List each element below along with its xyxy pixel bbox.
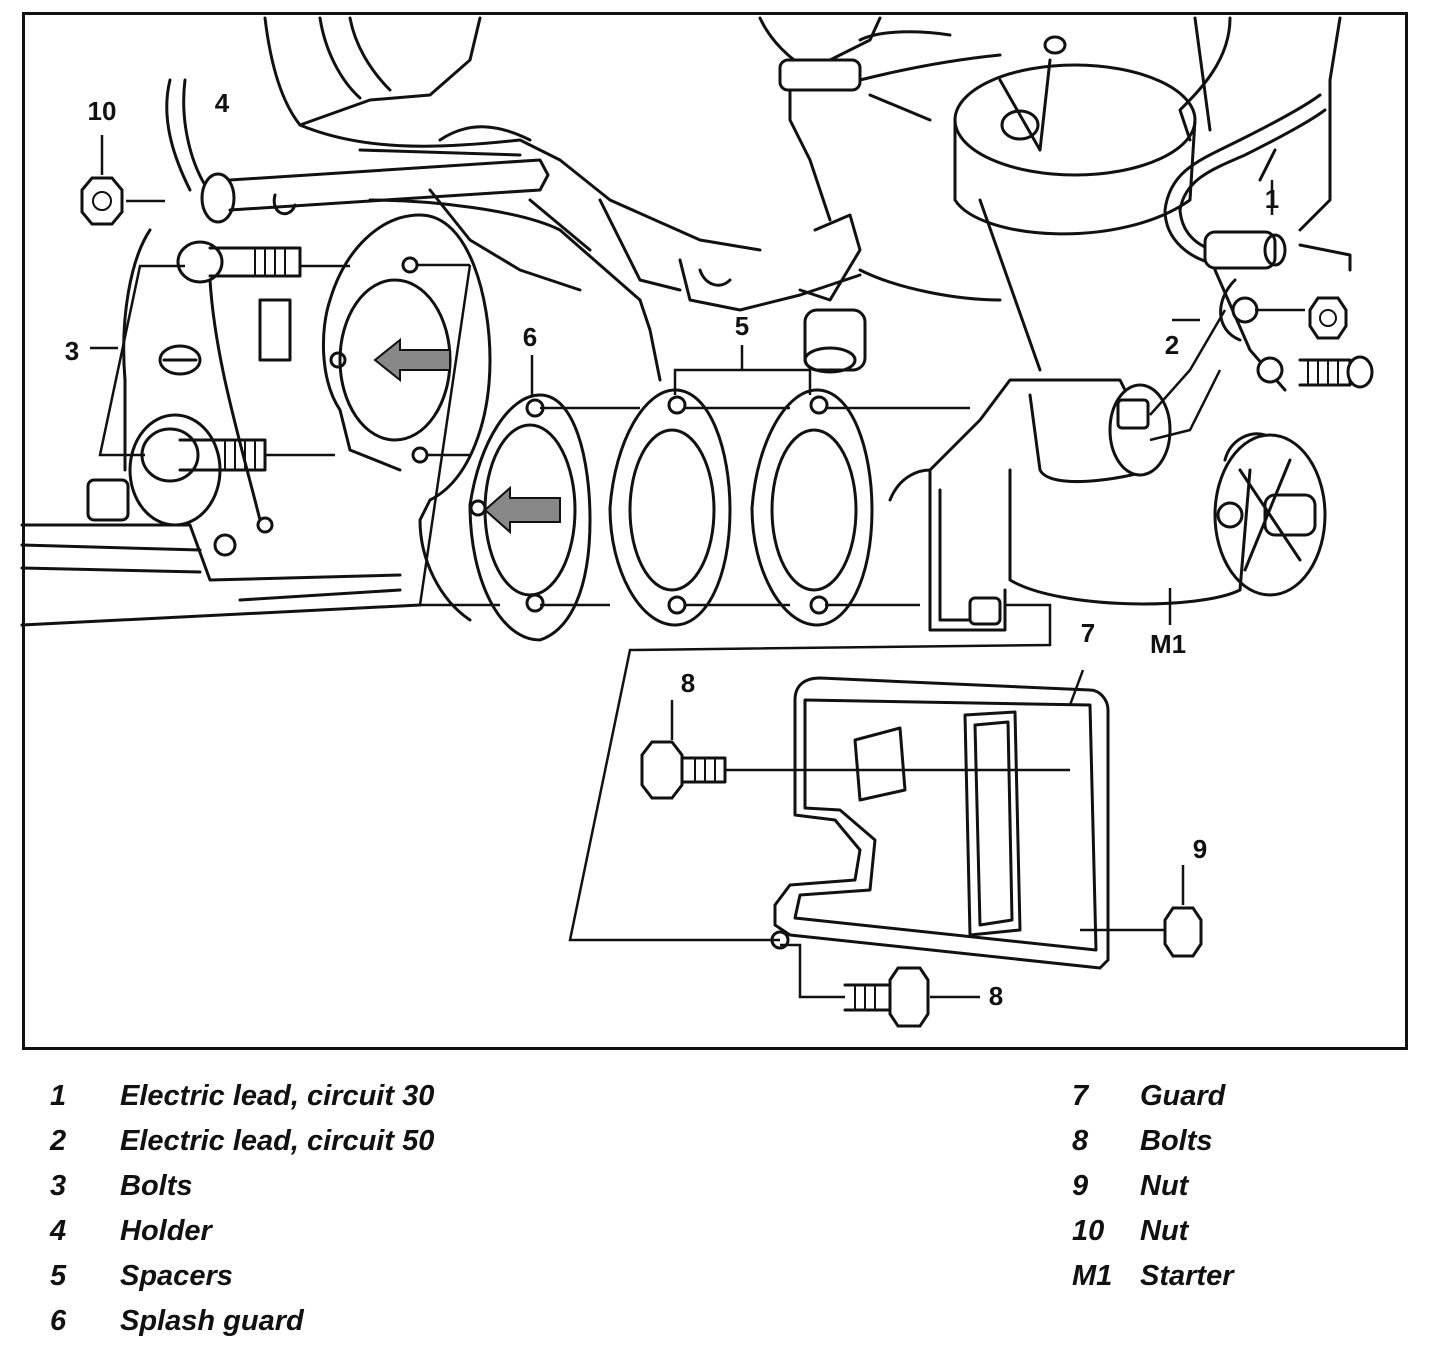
legend-number: 1 xyxy=(50,1080,67,1112)
legend-number: 3 xyxy=(50,1170,67,1202)
callout-8-top: 8 xyxy=(681,668,695,698)
bolts-8 xyxy=(640,700,980,1028)
legend-label: Holder xyxy=(120,1215,212,1247)
legend-number: 10 xyxy=(1072,1215,1105,1247)
guard-7 xyxy=(725,669,1165,970)
legend-item: 9 Nut xyxy=(1072,1164,1234,1209)
legend-label: Splash guard xyxy=(120,1305,304,1337)
engine-flange xyxy=(322,213,492,622)
callout-2: 2 xyxy=(1165,330,1179,360)
legend-number: 5 xyxy=(50,1260,67,1292)
legend-label: Electric lead, circuit 30 xyxy=(120,1080,435,1112)
bolts-3 xyxy=(90,240,350,483)
callout-5: 5 xyxy=(735,311,749,341)
legend-item: 1 Electric lead, circuit 30 xyxy=(50,1074,434,1119)
callout-7: 7 xyxy=(1081,618,1095,648)
legend-item: 2 Electric lead, circuit 50 xyxy=(50,1119,434,1164)
diagram-frame xyxy=(22,12,1408,1050)
legend-label: Bolts xyxy=(1140,1125,1213,1157)
legend-left-column: 1 Electric lead, circuit 30 2 Electric lea… xyxy=(50,1074,434,1344)
legend-item: 3 Bolts xyxy=(50,1164,434,1209)
nut-9 xyxy=(1163,865,1203,958)
legend-label: Nut xyxy=(1140,1215,1189,1247)
legend-number: 7 xyxy=(1072,1080,1089,1112)
legend-label: Nut xyxy=(1140,1170,1189,1202)
electric-leads xyxy=(1149,93,1374,442)
legend-item: 8 Bolts xyxy=(1072,1119,1234,1164)
callout-8-bottom: 8 xyxy=(989,981,1003,1011)
splash-guard-6 xyxy=(468,355,592,642)
legend-item: 4 Holder xyxy=(50,1209,434,1254)
nut-10 xyxy=(80,135,165,226)
callout-1: 1 xyxy=(1265,184,1279,214)
callout-10: 10 xyxy=(88,96,117,126)
legend-label: Bolts xyxy=(120,1170,193,1202)
legend-item: 5 Spacers xyxy=(50,1254,434,1299)
legend-number: 8 xyxy=(1072,1125,1089,1157)
legend-label: Spacers xyxy=(120,1260,233,1292)
oil-filter-housing xyxy=(953,35,1197,372)
starter-exploded-diagram: 10 4 3 6 5 1 2 M1 7 8 9 8 xyxy=(20,16,1374,1028)
alignment-leaders xyxy=(418,264,970,607)
callout-9: 9 xyxy=(1193,834,1207,864)
spacers-5 xyxy=(608,345,874,627)
callout-4: 4 xyxy=(215,88,230,118)
legend-item: M1 Starter xyxy=(1072,1254,1234,1299)
legend-number: 6 xyxy=(50,1305,67,1337)
callout-3: 3 xyxy=(65,336,79,366)
callout-M1: M1 xyxy=(1150,629,1186,659)
legend-label: Starter xyxy=(1140,1260,1234,1292)
legend-item: 7 Guard xyxy=(1072,1074,1234,1119)
legend-item: 6 Splash guard xyxy=(50,1299,434,1344)
legend-number: 2 xyxy=(50,1125,67,1157)
legend-label: Guard xyxy=(1140,1080,1226,1112)
intake-pipe xyxy=(778,30,1002,374)
parts-legend: 1 Electric lead, circuit 30 2 Electric lea… xyxy=(0,1060,1440,1350)
starter-m1 xyxy=(568,378,1327,942)
holder-4 xyxy=(165,78,550,224)
callout-6: 6 xyxy=(523,322,537,352)
mount-bracket-left xyxy=(20,228,422,627)
legend-number: M1 xyxy=(1072,1260,1113,1292)
legend-label: Electric lead, circuit 50 xyxy=(120,1125,435,1157)
legend-number: 9 xyxy=(1072,1170,1089,1202)
legend-number: 4 xyxy=(50,1215,67,1247)
legend-item: 10 Nut xyxy=(1072,1209,1234,1254)
